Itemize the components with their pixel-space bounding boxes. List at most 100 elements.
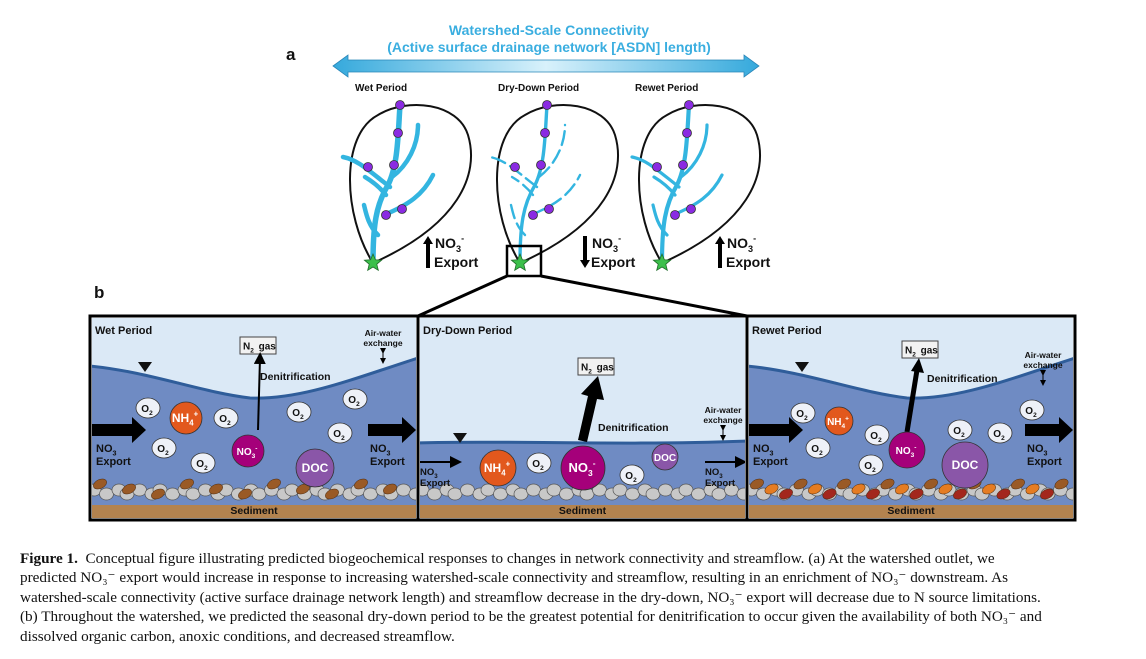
o2-bubble xyxy=(327,422,353,444)
o2-label: O2 xyxy=(333,429,345,442)
export-species-label: NO3- xyxy=(592,234,621,255)
denitrification-arrowhead xyxy=(911,358,924,373)
denitrification-arrow xyxy=(904,369,920,433)
sampling-site-dot xyxy=(393,128,403,138)
export-down-arrow-icon xyxy=(580,236,590,268)
nh4-label: NH4+ xyxy=(484,460,511,478)
n2-label: N2 gas xyxy=(581,363,614,376)
denitrification-label: Denitrification xyxy=(927,373,998,385)
o2-bubble xyxy=(790,402,816,424)
caption-line-4: (b) Throughout the watershed, we predict… xyxy=(20,608,1042,626)
exchange-label: exchange xyxy=(363,338,402,348)
o2-bubble xyxy=(342,388,368,410)
no3-label: NO3- xyxy=(568,458,595,478)
leaf-litter xyxy=(750,478,764,490)
rock xyxy=(363,487,378,501)
air-water-label: Air-water xyxy=(705,405,743,415)
water-table-icon xyxy=(795,362,809,372)
watershed-1 xyxy=(340,100,472,272)
stream-segment xyxy=(510,175,535,197)
leaf-litter xyxy=(953,488,967,500)
leaf-litter xyxy=(1040,488,1054,500)
leaf-litter xyxy=(837,478,851,490)
export-label: Export xyxy=(434,254,479,270)
caption-text: Conceptual figure illustrating predicted… xyxy=(85,550,995,567)
nh4-circle xyxy=(169,401,203,435)
o2-label: O2 xyxy=(864,461,876,474)
doc-label: DOC xyxy=(654,453,676,464)
leaf-litter xyxy=(238,488,252,500)
o2-bubble xyxy=(213,407,239,429)
sampling-site-dot xyxy=(395,100,405,110)
o2-bubble xyxy=(619,464,645,486)
sediment-label: Sediment xyxy=(559,505,607,517)
inflow-arrow xyxy=(749,417,803,443)
o2-bubble xyxy=(987,422,1013,444)
no3-label: NO3- xyxy=(237,446,258,461)
doc-circle xyxy=(295,448,335,488)
water-surface-line xyxy=(92,357,416,400)
watershed-outline xyxy=(349,103,472,265)
denitrification-arrow-large xyxy=(578,376,604,442)
stream-segment xyxy=(362,174,389,198)
leaf-litter xyxy=(151,488,165,500)
rock xyxy=(736,487,745,501)
o2-label: O2 xyxy=(870,431,882,444)
rock xyxy=(711,487,727,501)
o2-bubble xyxy=(151,437,177,459)
rock xyxy=(99,487,114,501)
no3-circle xyxy=(231,434,265,468)
inflow-arrow xyxy=(92,417,146,443)
sampling-site-dot xyxy=(542,100,552,110)
o2-bubble xyxy=(526,452,552,474)
stream-segment xyxy=(651,203,669,237)
period-label: Dry-Down Period xyxy=(498,83,579,94)
water-table-icon xyxy=(138,362,152,372)
leaf-litter xyxy=(325,488,339,500)
stream-segment xyxy=(389,122,421,180)
no3-circle xyxy=(888,431,926,469)
sediment-label: Sediment xyxy=(887,505,935,517)
o2-bubble xyxy=(947,419,973,441)
leaf-litter xyxy=(909,488,924,500)
leaf-litter xyxy=(764,483,779,495)
no3-circle xyxy=(560,445,606,491)
rock xyxy=(251,487,267,501)
o2-label: O2 xyxy=(348,395,360,408)
export-up-arrow-icon xyxy=(423,236,433,268)
inflow-export-label: Export xyxy=(96,456,131,468)
exchange-label: exchange xyxy=(1023,360,1062,370)
o2-label: O2 xyxy=(1025,406,1037,419)
leaf-litter xyxy=(383,483,397,495)
sampling-site-dot xyxy=(678,160,688,170)
stream-segment xyxy=(509,203,527,237)
outflow-species: NO3 xyxy=(1027,443,1048,457)
o2-label: O2 xyxy=(993,429,1005,442)
panel-title: Dry-Down Period xyxy=(423,325,512,337)
doc-circle xyxy=(651,443,679,471)
nh4-circle xyxy=(824,406,854,436)
watershed-outline xyxy=(496,103,619,265)
o2-label: O2 xyxy=(219,414,231,427)
o2-bubble xyxy=(858,454,884,476)
sediment-layer xyxy=(749,505,1073,518)
o2-bubble xyxy=(805,437,831,459)
o2-label: O2 xyxy=(292,408,304,421)
leaf-litter xyxy=(793,478,808,490)
caption-line-5: dissolved organic carbon, anoxic conditi… xyxy=(20,627,455,645)
sampling-site-dot xyxy=(536,160,546,170)
leaf-litter xyxy=(938,483,953,495)
leaf-litter xyxy=(122,483,136,495)
sampling-site-dot xyxy=(397,204,407,214)
rock xyxy=(658,483,673,497)
exchange-label: exchange xyxy=(703,415,742,425)
figure-caption: Figure 1. Conceptual figure illustrating… xyxy=(20,549,1130,646)
leaf-litter xyxy=(93,478,107,490)
period-label: Rewet Period xyxy=(635,83,698,94)
sampling-site-dot xyxy=(682,128,692,138)
watershed-outline xyxy=(638,103,761,265)
nh4-label: NH4+ xyxy=(827,416,849,431)
